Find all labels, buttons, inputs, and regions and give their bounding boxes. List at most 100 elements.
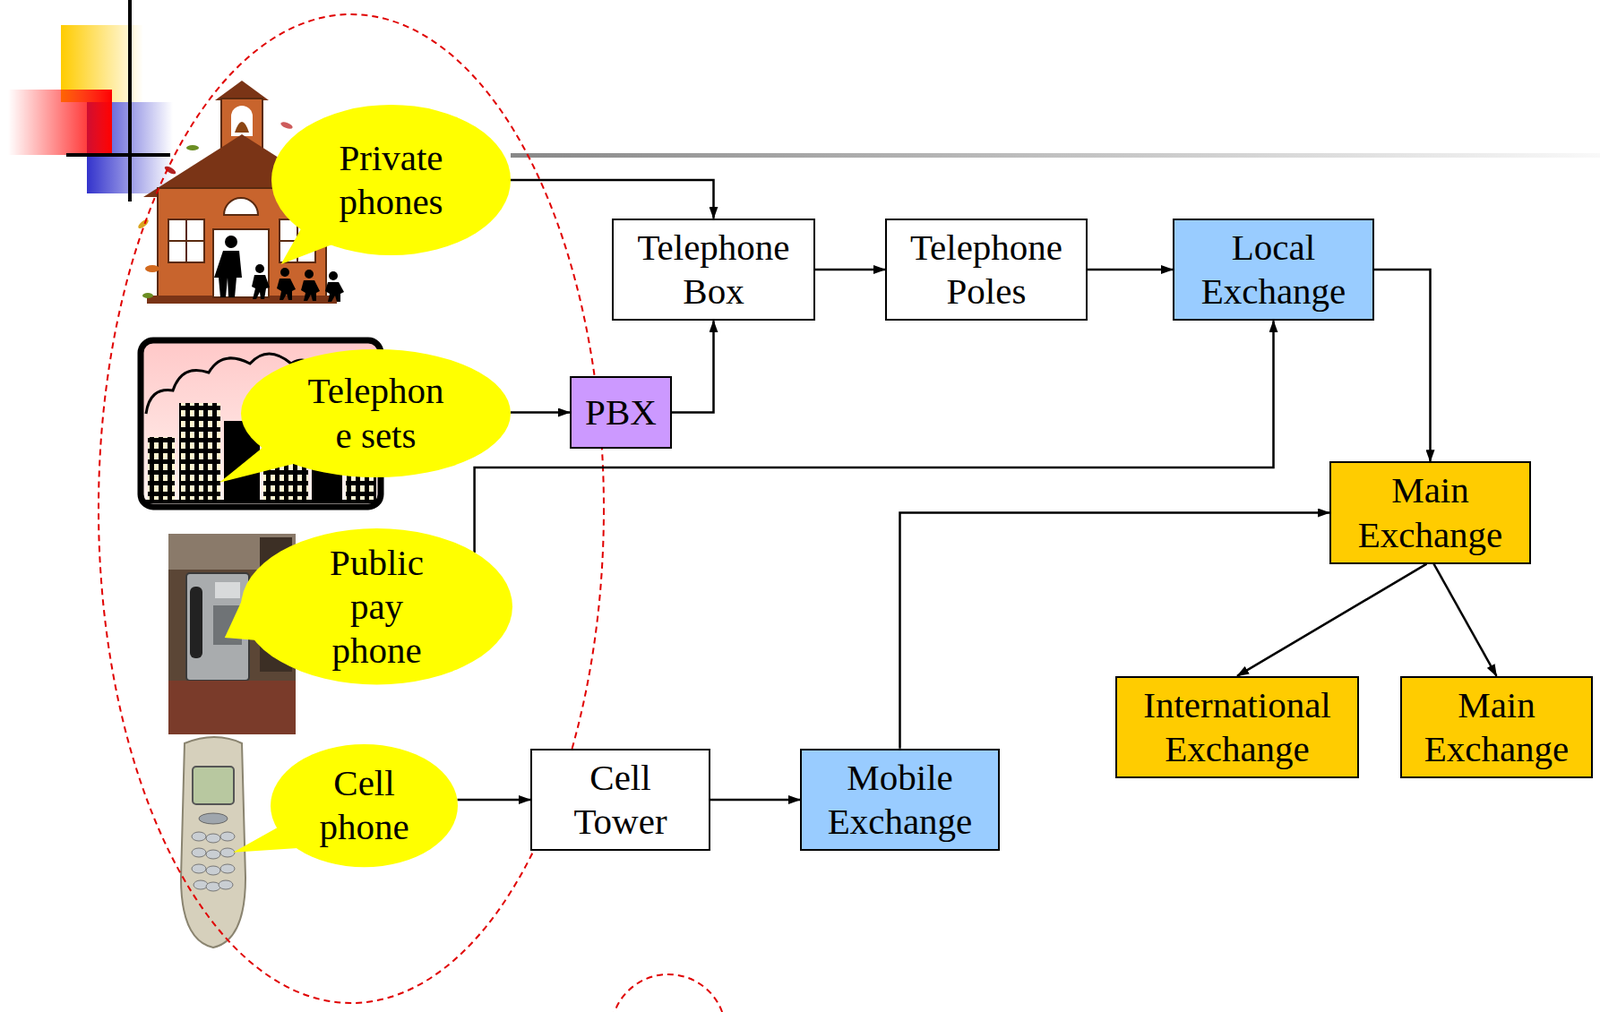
school-house-illustration	[168, 240, 205, 242]
text-group: Cell Tower	[540, 756, 702, 844]
cell-phone-photo	[198, 813, 228, 825]
text-group: PBX	[584, 390, 657, 435]
process-box: Local Exchange	[1172, 218, 1375, 321]
cell-phone-photo	[220, 848, 235, 858]
cell-phone-photo	[220, 832, 235, 842]
school-house-illustration	[145, 265, 160, 273]
slide-decoration	[8, 0, 1600, 202]
school-house-illustration	[186, 145, 199, 151]
cell-phone-photo	[191, 864, 207, 874]
connector-arrow	[1087, 268, 1173, 272]
box-label: Cell Tower	[540, 756, 702, 844]
text-group: Main Exchange	[1416, 683, 1578, 772]
text-group: Telephon e sets	[300, 369, 453, 457]
callout-bubble: Public pay phone	[240, 528, 513, 685]
office-building-icon	[179, 403, 221, 504]
pay-phone-photo	[168, 680, 296, 735]
school-house-illustration	[280, 267, 290, 277]
school-house-illustration	[304, 269, 314, 279]
cell-phone-photo	[206, 834, 221, 844]
school-house-illustration	[224, 235, 238, 249]
cell-phone-photo	[193, 880, 208, 890]
grouping-outline	[98, 14, 726, 1012]
office-building-icon	[143, 499, 379, 504]
callout-bubble: Private phones	[271, 104, 511, 256]
cell-phone-photo	[191, 832, 235, 892]
school-house-illustration	[214, 250, 242, 298]
process-box: PBX	[569, 376, 672, 449]
text-group: Private phones	[333, 136, 450, 224]
connector-arrow	[1237, 564, 1428, 677]
connector-arrow	[1374, 269, 1431, 462]
box-label: Telephone Poles	[905, 225, 1067, 314]
cell-phone-photo	[192, 766, 234, 805]
school-house-illustration	[251, 275, 270, 300]
grouping-outline	[98, 14, 604, 1004]
box-label: Telephone Box	[633, 225, 795, 314]
connector-arrow	[671, 320, 714, 413]
callout-ellipse	[270, 744, 458, 868]
callout-ellipse	[240, 349, 511, 478]
cell-phone-photo	[206, 850, 221, 860]
callout-shape	[271, 104, 511, 256]
school-house-illustration	[279, 120, 293, 130]
box-label: Local Exchange	[1193, 225, 1355, 314]
callout-label: Cell phone	[306, 761, 423, 850]
callout-bubble: Telephon e sets	[240, 349, 511, 478]
process-box: Main Exchange	[1329, 461, 1532, 564]
cell-phone-photo	[191, 848, 207, 858]
school-house-illustration	[231, 105, 253, 137]
school-house-illustration	[223, 197, 259, 216]
school-house-illustration	[234, 121, 250, 133]
cell-phone-photo	[206, 866, 221, 876]
text-group: Main Exchange	[1350, 468, 1512, 557]
pay-phone-photo	[215, 582, 241, 599]
process-box: Cell Tower	[530, 748, 711, 852]
cell-phone-photo	[180, 737, 246, 948]
office-building-icon	[147, 437, 175, 504]
callout-shape	[240, 349, 511, 478]
connector-arrow	[815, 268, 886, 272]
connector-arrow	[710, 799, 800, 802]
grouping-outline	[610, 974, 726, 1012]
text-group: Mobile Exchange	[819, 756, 981, 844]
callout-label: Private phones	[333, 136, 450, 224]
callout-label: Telephon e sets	[300, 369, 453, 457]
callout-label: Public pay phone	[318, 541, 436, 674]
slide-decoration	[66, 153, 171, 157]
connector-arrow	[457, 799, 532, 802]
text-group: Local Exchange	[1193, 225, 1355, 314]
cell-phone-photo	[218, 880, 233, 890]
school-house-illustration	[142, 292, 154, 299]
cell-phone-photo	[180, 737, 246, 948]
connector-arrow	[510, 411, 570, 414]
school-house-illustration	[325, 282, 345, 302]
connector-arrow	[510, 180, 714, 219]
school-house-illustration	[168, 219, 205, 263]
pay-phone-photo	[189, 586, 203, 659]
callout-ellipse	[240, 528, 513, 685]
text-group: Cell phone	[306, 761, 423, 850]
slide-decoration	[8, 89, 112, 155]
process-box: Mobile Exchange	[800, 748, 1000, 852]
slide-decoration	[128, 0, 132, 202]
process-box: International Exchange	[1115, 676, 1360, 779]
cell-phone-photo	[191, 832, 207, 842]
text-group: Telephone Poles	[905, 225, 1067, 314]
box-label: PBX	[584, 390, 657, 435]
school-house-illustration	[276, 278, 296, 301]
box-label: Mobile Exchange	[819, 756, 981, 844]
school-house-illustration	[328, 271, 338, 281]
process-box: Telephone Poles	[885, 218, 1088, 321]
callout-ellipse	[271, 104, 511, 256]
connector-arrow	[474, 320, 1274, 553]
school-house-illustration	[301, 280, 320, 302]
slide-decoration	[510, 153, 1600, 158]
box-label: Main Exchange	[1416, 683, 1578, 772]
cell-phone-photo	[206, 882, 221, 892]
process-box: Telephone Box	[611, 218, 816, 321]
school-house-illustration	[255, 264, 265, 274]
connector-arrow	[1434, 564, 1497, 677]
